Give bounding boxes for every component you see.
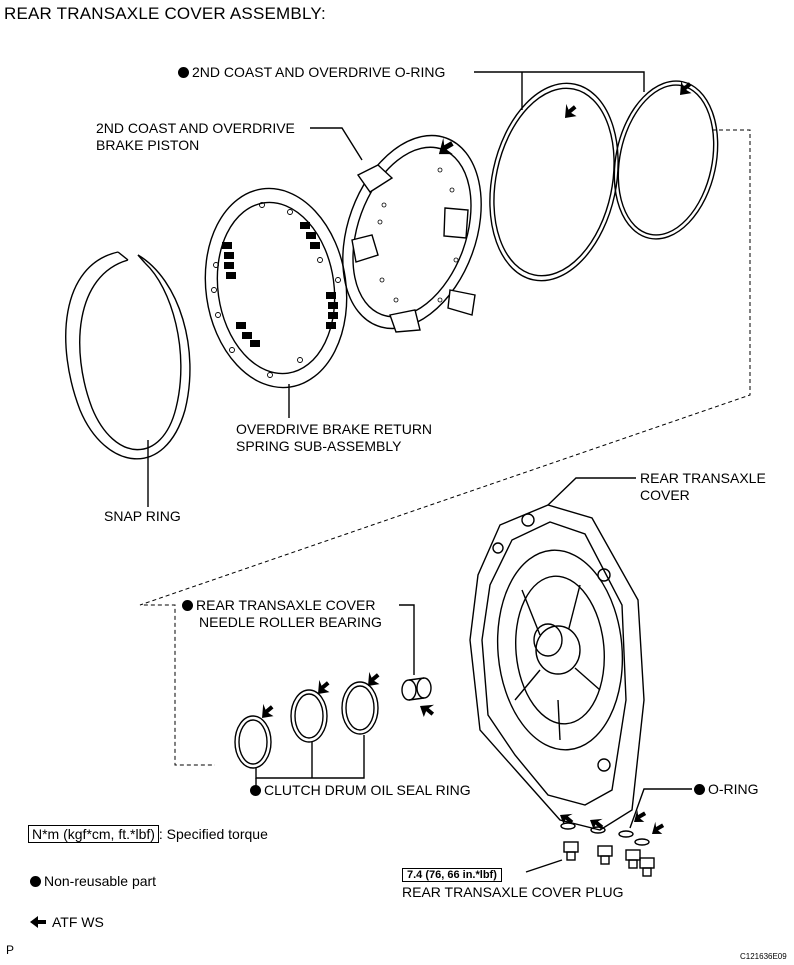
- label-oring-2nd: 2ND COAST AND OVERDRIVE O-RING: [178, 64, 445, 81]
- label-needle-bearing: REAR TRANSAXLE COVER NEEDLE ROLLER BEARI…: [182, 597, 382, 631]
- legend-atf: ATF WS: [52, 914, 104, 930]
- legend-torque: N*m (kgf*cm, ft.*lbf): Specified torque: [28, 825, 268, 843]
- non-reusable-icon: [30, 876, 41, 887]
- label-torque-value: 7.4 (76, 66 in.*lbf): [402, 865, 502, 882]
- label-rear-transaxle-cover: REAR TRANSAXLE COVER: [640, 470, 766, 503]
- non-reusable-icon: [178, 67, 189, 78]
- non-reusable-icon: [250, 785, 261, 796]
- assembly-guide-line: [139, 129, 751, 766]
- brake-piston: [342, 134, 482, 333]
- label-brake-piston: 2ND COAST AND OVERDRIVE BRAKE PISTON: [96, 120, 295, 153]
- bearing-leader: [399, 604, 415, 675]
- small-o-rings: [560, 822, 650, 846]
- label-return-spring: OVERDRIVE BRAKE RETURN SPRING SUB-ASSEMB…: [236, 421, 433, 454]
- needle-roller-bearing: [401, 677, 432, 701]
- footer-left: P: [6, 943, 15, 957]
- cover-plugs: [563, 841, 655, 877]
- legend-arrow-icon: [30, 916, 46, 928]
- label-seal-ring: CLUTCH DRUM OIL SEAL RING: [250, 782, 471, 799]
- atf-arrows: [30, 80, 692, 928]
- oring-leader: [474, 71, 645, 92]
- plug-leader: [525, 859, 563, 873]
- o-ring-large-2: [613, 80, 719, 240]
- clutch-drum-oil-seal-rings: [234, 681, 379, 769]
- non-reusable-icon: [694, 784, 705, 795]
- o-ring-leader: [629, 788, 692, 829]
- piston-leader: [310, 127, 363, 161]
- cover-leader: [547, 477, 636, 506]
- page-title: REAR TRANSAXLE COVER ASSEMBLY:: [4, 4, 326, 23]
- label-cover-plug: REAR TRANSAXLE COVER PLUG: [402, 884, 624, 900]
- return-spring-assembly: [204, 187, 348, 389]
- figure-code: C121636E09: [740, 952, 787, 961]
- non-reusable-icon: [182, 600, 193, 611]
- label-o-ring: O-RING: [694, 781, 759, 798]
- legend-non-reusable: Non-reusable part: [30, 873, 156, 890]
- seal-ring-leader: [255, 735, 365, 779]
- snap-ring: [65, 251, 191, 460]
- label-snap-ring: SNAP RING: [104, 508, 181, 524]
- o-ring-large-1: [489, 82, 619, 282]
- rear-transaxle-cover: [469, 504, 645, 831]
